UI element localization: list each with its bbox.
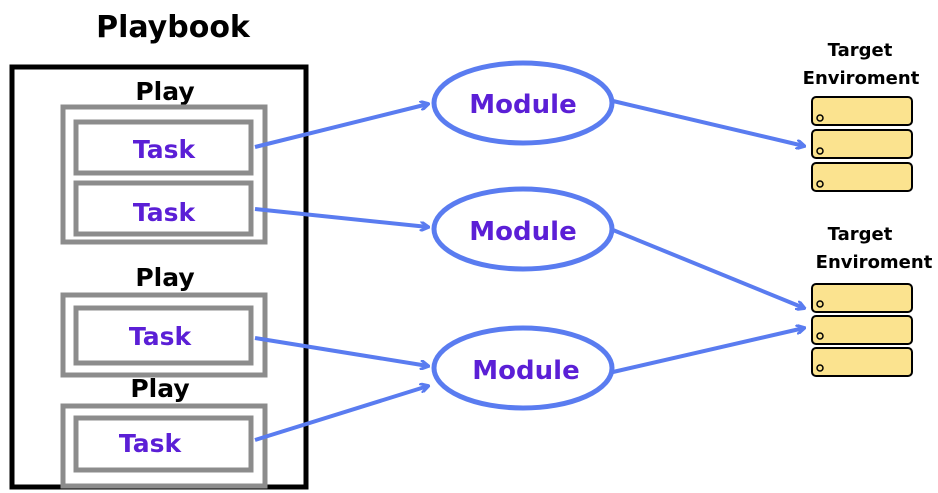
target-label-line1: Target (828, 224, 893, 245)
module-to-target-arrow (612, 328, 804, 374)
module-node[interactable] (431, 186, 615, 272)
task-to-module-arrow (254, 207, 428, 227)
target-label-line2: Enviroment (816, 252, 933, 273)
play-container (60, 292, 268, 378)
play-label: Play (135, 263, 194, 292)
task-to-module-arrow (254, 336, 428, 366)
module-node[interactable] (431, 60, 615, 146)
task-label: Task (119, 429, 183, 458)
play-label: Play (135, 77, 194, 106)
task-box[interactable] (73, 119, 254, 176)
target-label-line1: Target (828, 40, 893, 61)
task-box[interactable] (73, 305, 254, 366)
module-to-target-arrow (612, 99, 804, 146)
play-label: Play (130, 374, 189, 403)
task-box[interactable] (73, 415, 254, 473)
play-container (60, 104, 268, 245)
task-box[interactable] (73, 180, 254, 237)
task-label: Task (129, 322, 193, 351)
task-label: Task (133, 135, 197, 164)
module-to-target-arrow (612, 228, 804, 308)
server-stack-icon (811, 283, 913, 377)
playbook-title: Playbook (96, 10, 251, 45)
task-to-module-arrow (254, 104, 428, 149)
module-label: Module (472, 356, 579, 386)
task-label: Task (133, 198, 197, 227)
task-to-module-arrow (254, 386, 428, 442)
module-label: Module (469, 217, 576, 247)
module-node[interactable] (431, 325, 615, 411)
server-stack-icon (811, 96, 913, 192)
target-label-line2: Enviroment (803, 68, 920, 89)
module-label: Module (469, 90, 576, 120)
play-container (60, 403, 268, 489)
